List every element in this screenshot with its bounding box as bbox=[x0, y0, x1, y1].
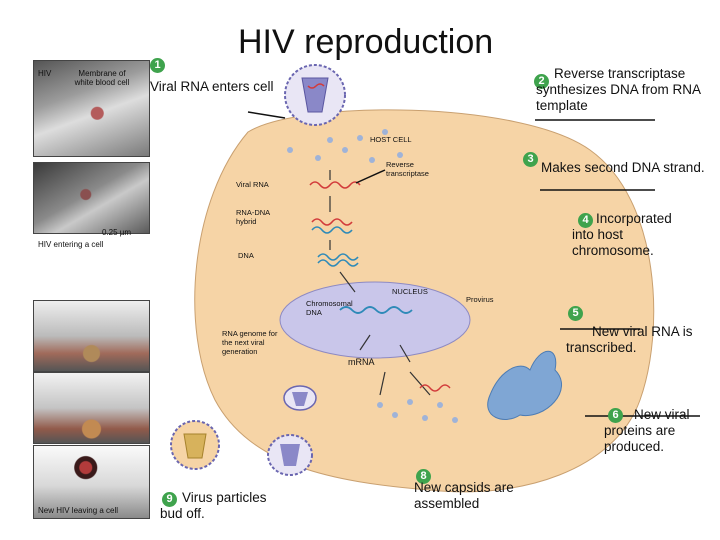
endoplasmic-reticulum bbox=[487, 350, 562, 420]
pointer-lines bbox=[247, 111, 700, 417]
dna-strand-1 bbox=[317, 253, 359, 261]
assembling-virus-1 bbox=[283, 385, 317, 411]
photo-caption-scale: 0.25 µm bbox=[102, 228, 132, 237]
label-chromosomal-dna: Chromosomal DNA bbox=[306, 299, 353, 317]
label-nucleus: NUCLEUS bbox=[392, 287, 428, 296]
hybrid-dna-strand bbox=[311, 226, 353, 234]
step-text-2: Reverse transcriptase synthesizes DNA fr… bbox=[536, 66, 701, 113]
step-text-3: Makes second DNA strand. bbox=[541, 160, 705, 175]
new-proteins bbox=[377, 399, 458, 423]
step-badge-8: 8 bbox=[416, 469, 431, 484]
step-badge-9: 9 bbox=[162, 492, 177, 507]
step-text-4: Incorporated into host chromosome. bbox=[572, 211, 672, 258]
entering-virus bbox=[284, 64, 346, 126]
label-host-cell: HOST CELL bbox=[370, 135, 412, 144]
label-rna-genome: RNA genome for the next viral generation bbox=[222, 329, 278, 356]
step-text-1: Viral RNA enters cell bbox=[150, 79, 274, 94]
dna-strand-2 bbox=[317, 259, 359, 267]
mrna-strand bbox=[419, 384, 451, 392]
micrograph-3 bbox=[33, 300, 150, 372]
step-text-5: New viral RNA is transcribed. bbox=[566, 324, 693, 355]
micrograph-4 bbox=[33, 372, 150, 444]
nucleus bbox=[279, 281, 471, 359]
photo-caption-entering: HIV entering a cell bbox=[38, 240, 104, 249]
provirus-dna bbox=[339, 306, 413, 314]
label-rna-dna-hybrid: RNA-DNA hybrid bbox=[236, 208, 270, 226]
label-dna: DNA bbox=[238, 251, 254, 260]
micrograph-2 bbox=[33, 162, 150, 234]
flow-arrows bbox=[329, 170, 431, 396]
photo-caption-membrane: Membrane of white blood cell bbox=[74, 69, 130, 87]
step-badge-5: 5 bbox=[568, 306, 583, 321]
micrograph-1 bbox=[33, 60, 150, 157]
viral-rna-strand bbox=[309, 181, 361, 189]
assembling-virus-2 bbox=[267, 434, 313, 476]
label-reverse-transcriptase: Reverse transcriptase bbox=[386, 160, 429, 178]
label-viral-rna: Viral RNA bbox=[236, 180, 269, 189]
photo-caption-hiv: HIV bbox=[38, 69, 52, 78]
label-provirus: Provirus bbox=[466, 295, 494, 304]
hybrid-rna-strand bbox=[311, 218, 353, 226]
budded-virus bbox=[170, 420, 220, 470]
step-badge-2: 2 bbox=[534, 74, 549, 89]
step-text-8: New capsids are assembled bbox=[414, 480, 514, 511]
step-badge-6: 6 bbox=[608, 408, 623, 423]
step-badge-1: 1 bbox=[150, 58, 165, 73]
photo-caption-leaving: New HIV leaving a cell bbox=[38, 506, 119, 515]
step-badge-3: 3 bbox=[523, 152, 538, 167]
label-mrna: mRNA bbox=[348, 357, 375, 367]
capsid-fragments bbox=[287, 129, 403, 163]
step-badge-4: 4 bbox=[578, 213, 593, 228]
step-text-9: Virus particles bud off. bbox=[160, 490, 267, 521]
micrograph-5 bbox=[33, 445, 150, 519]
page-title: HIV reproduction bbox=[238, 23, 494, 61]
step-text-6: New viral proteins are produced. bbox=[604, 407, 690, 454]
